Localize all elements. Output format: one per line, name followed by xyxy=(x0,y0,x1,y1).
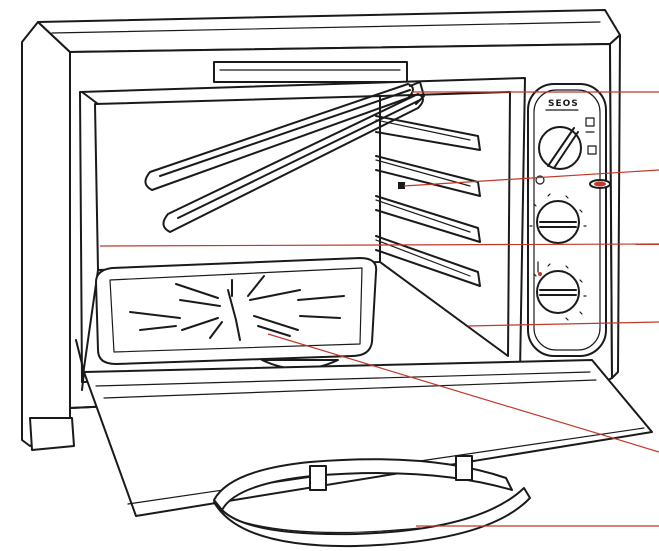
indicator-light xyxy=(589,179,611,189)
function-knob xyxy=(538,126,582,170)
timer-knob xyxy=(533,263,587,321)
leader-line-sensor xyxy=(403,169,659,187)
rack-supports xyxy=(375,115,481,287)
callout-leader-lines xyxy=(99,91,659,527)
control-panel: SEOS xyxy=(527,83,611,357)
panel-brand-label: SEOS xyxy=(548,99,579,109)
thermostat-sensor xyxy=(398,182,405,189)
baking-pan xyxy=(95,257,378,370)
heating-elements xyxy=(144,81,425,233)
leader-line-door-frame xyxy=(467,321,659,327)
door-handle xyxy=(213,455,531,548)
panel-markings xyxy=(535,117,597,276)
pan-heat-pattern xyxy=(129,275,345,341)
leader-line-cavity xyxy=(99,243,659,247)
leader-line-baking-pan xyxy=(267,333,659,453)
temperature-knob xyxy=(529,193,587,244)
